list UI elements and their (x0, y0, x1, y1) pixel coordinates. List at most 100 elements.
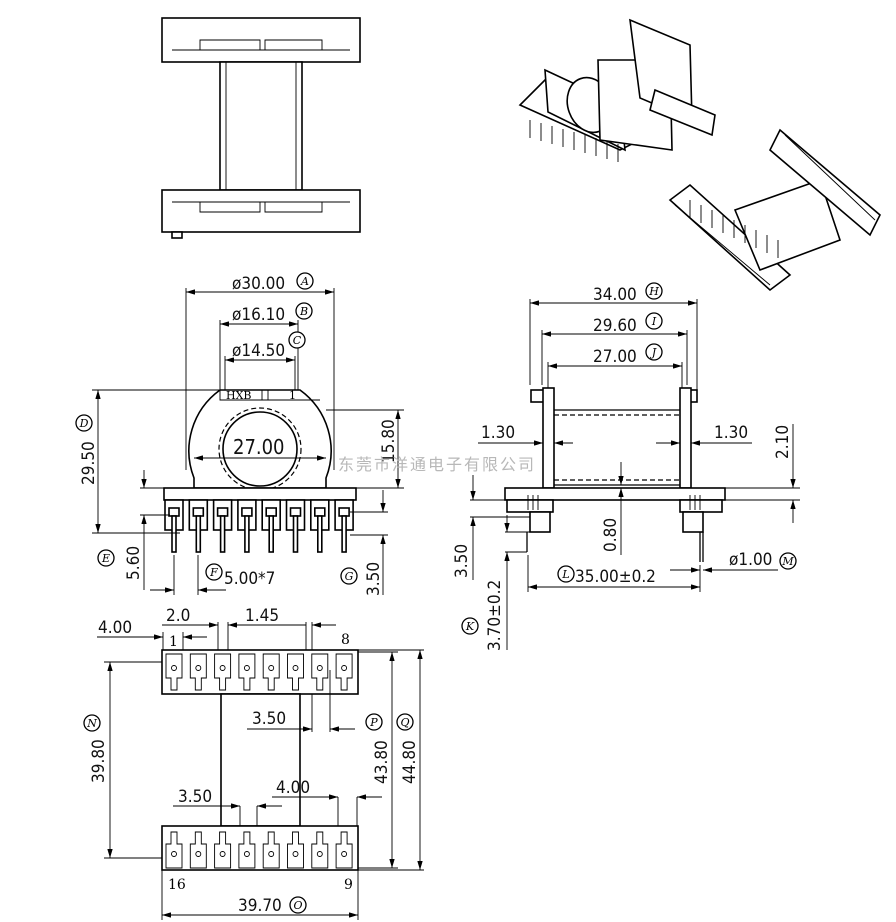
pin-hole (243, 665, 250, 671)
dim-a: ø30.00 (232, 274, 285, 294)
pin-hole (316, 665, 323, 671)
ref-e-circle: E (97, 549, 115, 567)
ref-n-circle: N (83, 714, 101, 732)
pin-label-9: 9 (344, 877, 353, 893)
ref-l-circle: L (557, 565, 575, 583)
svg-text:H: H (648, 285, 659, 298)
watermark: 东莞市洋通电子有限公司 (338, 455, 536, 474)
pin-hole (171, 665, 177, 671)
ref-d-circle: D (75, 414, 93, 432)
svg-text:I: I (651, 315, 657, 328)
pin-pad (287, 831, 304, 869)
dim-3-50-bottom: 3.50 (178, 787, 212, 807)
pin (195, 515, 202, 553)
ref-p-circle: P (365, 713, 383, 731)
pin-head (289, 507, 302, 517)
pin-pad (311, 653, 329, 691)
svg-text:G: G (345, 570, 354, 583)
front-view: ø30.00 A ø16.10 B ø14.50 C HXB 1 27.00 2… (75, 272, 404, 596)
dim-wall-right: 1.30 (714, 423, 748, 443)
dim-3-50-top: 3.50 (252, 709, 286, 729)
mark-hxb: HXB (226, 389, 252, 402)
dim-i: 29.60 (593, 316, 637, 336)
pin-hole (341, 851, 348, 857)
pin-label-16: 16 (168, 877, 186, 893)
pin-hole (219, 665, 226, 671)
bottom-view: 4.00 2.0 1.45 1 8 16 9 N 39.80 3.50 P 43… (83, 606, 424, 920)
dim-h: 34.00 (593, 285, 637, 305)
pin-hole (195, 665, 202, 671)
ref-g-circle: G (340, 567, 358, 585)
dim-c: ø14.50 (232, 341, 285, 361)
dim-1-45: 1.45 (245, 606, 279, 626)
pin-hole (341, 665, 348, 671)
pin-pad (165, 653, 183, 691)
svg-text:Q: Q (400, 716, 409, 729)
pin-pad (189, 831, 207, 869)
pin-pad (214, 653, 232, 691)
ref-c-circle: C (288, 331, 306, 349)
svg-text:N: N (86, 717, 97, 730)
dim-2-0: 2.0 (166, 606, 190, 626)
dim-4-00-bottom: 4.00 (276, 778, 310, 798)
dim-n: 39.80 (89, 739, 109, 783)
dim-0-80: 0.80 (601, 518, 621, 552)
pin-head (241, 507, 253, 517)
dim-q: 44.80 (400, 740, 420, 784)
mark-pin-1: 1 (289, 389, 296, 402)
pin-pad (165, 831, 183, 869)
svg-text:B: B (299, 305, 308, 318)
pin-hole (268, 851, 275, 857)
dim-3-50: 3.50 (452, 544, 472, 578)
pin-pad (262, 653, 280, 691)
pin-head (168, 507, 180, 517)
pin-hole (316, 851, 323, 857)
svg-text:A: A (300, 275, 309, 288)
ref-b-circle: B (295, 302, 313, 320)
dim-o: 39.70 (238, 896, 282, 916)
svg-text:J: J (650, 346, 657, 359)
pin-pad (335, 831, 353, 869)
ref-f-circle: F (205, 563, 223, 581)
pin-head (338, 507, 350, 517)
dim-e: 5.60 (124, 546, 144, 580)
dim-width: 27.00 (233, 435, 285, 459)
ref-j-circle: J (645, 343, 663, 361)
dim-m: ø1.00 (729, 550, 772, 570)
pin (219, 515, 226, 553)
pin-hole (243, 851, 250, 857)
svg-text:F: F (209, 566, 218, 579)
svg-text:L: L (561, 568, 569, 581)
pin-pad (189, 653, 207, 691)
pin (292, 515, 299, 553)
pin-label-1: 1 (169, 634, 178, 650)
ref-a-circle: A (296, 272, 314, 290)
pin-head (192, 507, 205, 517)
svg-text:P: P (369, 716, 378, 729)
pin (244, 515, 250, 553)
pin (316, 515, 323, 553)
dim-b: ø16.10 (232, 305, 285, 325)
pin-pad (311, 831, 329, 869)
svg-text:C: C (293, 334, 302, 347)
ref-q-circle: Q (396, 713, 414, 731)
svg-text:D: D (79, 417, 89, 430)
ref-m-circle: M (779, 552, 797, 570)
dim-p: 43.80 (372, 740, 392, 784)
pin (341, 515, 347, 553)
ref-o-circle: O (289, 896, 307, 914)
pin-hole (195, 851, 202, 857)
pin (171, 515, 177, 553)
pin-hole (292, 665, 299, 671)
pin-pad (287, 653, 304, 691)
side-view: 34.00 H 29.60 I 27.00 J 1.30 1.30 2.10 0… (452, 282, 800, 651)
pin-pad (238, 653, 256, 691)
dim-d: 29.50 (79, 441, 99, 485)
svg-text:K: K (465, 620, 475, 633)
pin-hole (268, 665, 275, 671)
pin-hole (171, 851, 177, 857)
ref-h-circle: H (645, 282, 663, 300)
pin-pad (214, 831, 232, 869)
ref-i-circle: I (645, 312, 663, 330)
